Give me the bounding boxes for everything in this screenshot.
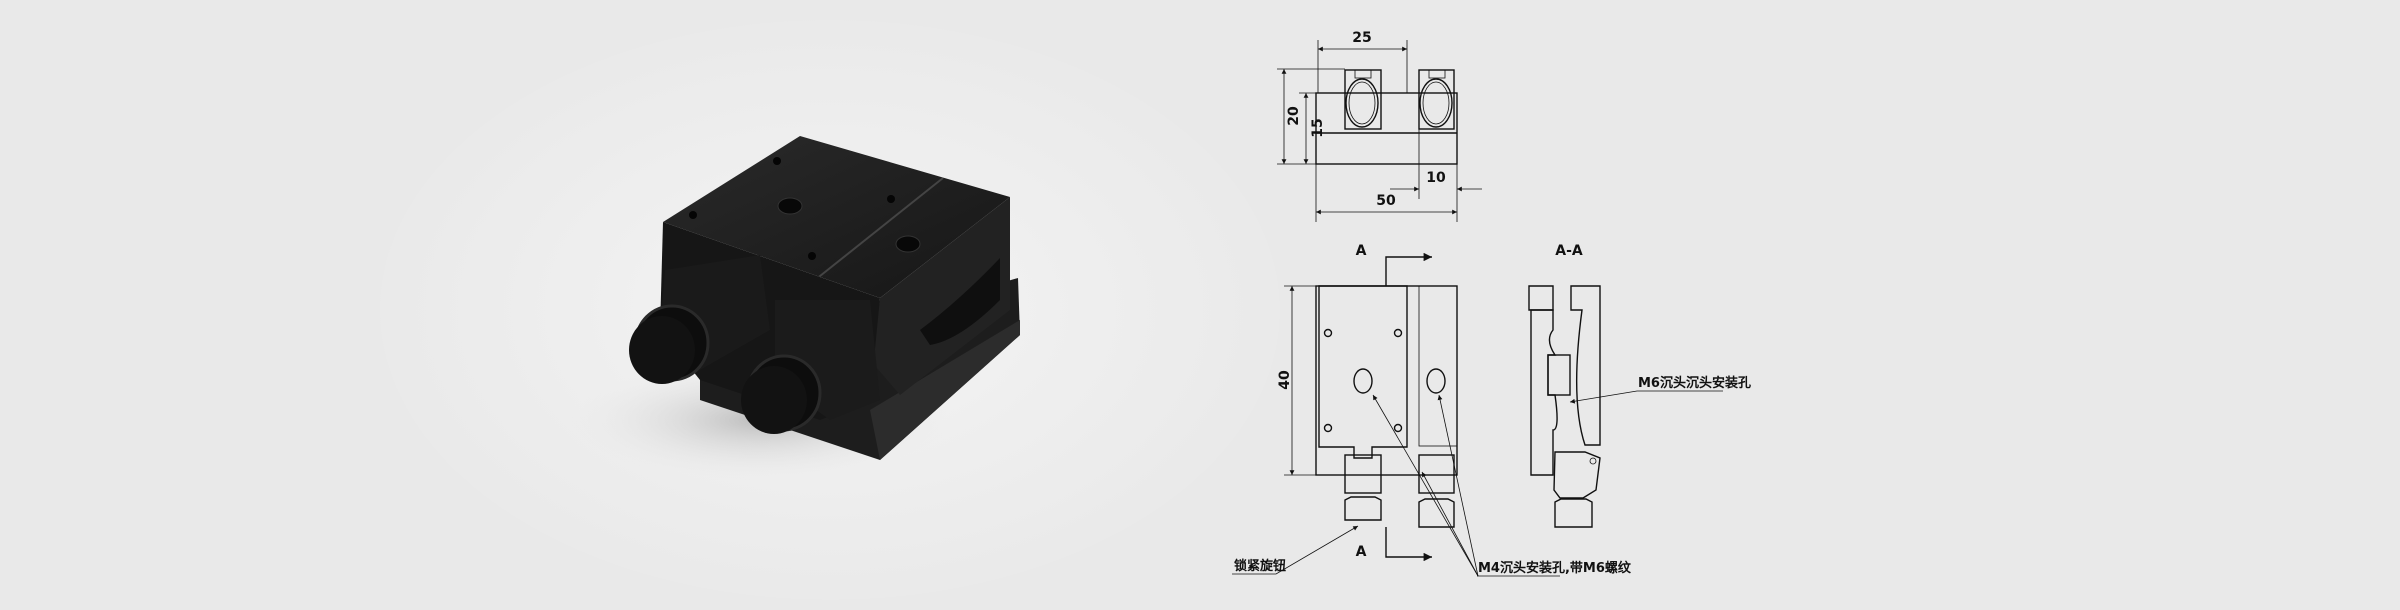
section-view-drawing: A-A (1528, 243, 1601, 528)
threaded-hole (777, 197, 803, 215)
dim-15: 15 (1310, 118, 1326, 137)
knob-drawing (1418, 498, 1455, 528)
mount-hole (887, 195, 895, 203)
lock-knob-left (629, 304, 710, 384)
callouts: 锁紧旋钮 M4沉头安装孔,带M6螺纹 M6沉头沉头安装孔 (1232, 375, 1751, 577)
callout-m6-hole: M6沉头沉头安装孔 (1638, 375, 1751, 391)
curved-slot (920, 258, 1000, 345)
knob-drawing (1554, 498, 1593, 528)
dim-50: 50 (1376, 193, 1396, 209)
callout-m4-holes: M4沉头安装孔,带M6螺纹 (1478, 560, 1632, 576)
side-face (870, 197, 1010, 395)
top-view-drawing: 25 20 15 50 10 (1277, 30, 1482, 222)
dim-25: 25 (1352, 30, 1371, 46)
top-slot (814, 177, 944, 281)
mount-hole (689, 211, 697, 219)
top-face (663, 136, 1010, 298)
callout-lock-knob: 锁紧旋钮 (1234, 558, 1286, 574)
section-label-top: A (1356, 243, 1367, 259)
front-view-drawing: A 40 A (1277, 243, 1458, 562)
knob-drawing (1344, 496, 1382, 521)
section-label-bottom: A (1356, 544, 1367, 560)
lock-knob-right (741, 354, 822, 434)
dim-40: 40 (1277, 370, 1293, 390)
dim-20: 20 (1286, 106, 1302, 126)
threaded-hole (895, 235, 921, 253)
dim-10: 10 (1426, 170, 1446, 186)
product-render (570, 136, 1020, 480)
mount-hole (808, 252, 816, 260)
section-title: A-A (1555, 243, 1583, 259)
mount-hole (773, 157, 781, 165)
